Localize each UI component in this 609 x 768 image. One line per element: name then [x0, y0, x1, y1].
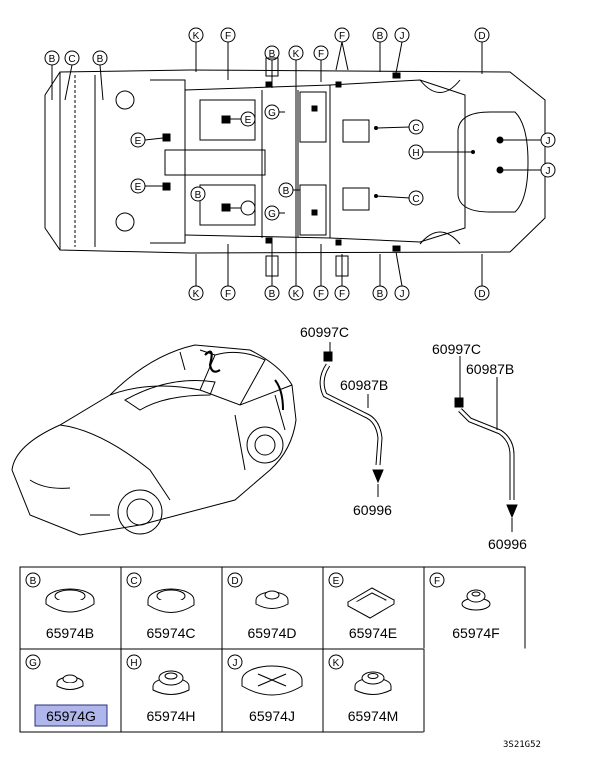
- callout-j: J: [400, 289, 405, 300]
- part-number: 65974D: [247, 625, 296, 641]
- part-label-60996: 60996: [488, 536, 527, 552]
- callout-j: J: [546, 136, 551, 147]
- top-callouts: [44, 27, 490, 220]
- part-number: 65974B: [46, 625, 94, 641]
- callout-f: F: [318, 289, 324, 300]
- callout-d: D: [478, 289, 485, 300]
- cell-letter: B: [30, 576, 37, 587]
- callout-c: C: [68, 54, 75, 65]
- grommet-g-icon: [56, 674, 84, 690]
- callout-c: C: [412, 194, 419, 205]
- callout-f: F: [339, 289, 345, 300]
- part-label-60987b: 60987B: [466, 361, 514, 377]
- cell-letter: D: [231, 576, 238, 587]
- part-number: 65974F: [452, 625, 499, 641]
- cell-letter: F: [434, 576, 440, 587]
- callout-f: F: [225, 289, 231, 300]
- callout-e: E: [245, 115, 252, 126]
- grommet-c-icon: [147, 588, 195, 613]
- callout-j: J: [400, 31, 405, 42]
- callout-k: K: [193, 289, 200, 300]
- table-letter-circles: [25, 572, 445, 670]
- bottom-callouts: [188, 57, 490, 301]
- hose-detail-right: [454, 356, 518, 532]
- part-label-60997c: 60997C: [432, 341, 481, 357]
- callout-b: B: [269, 289, 276, 300]
- callout-j: J: [546, 166, 551, 177]
- cell-letter: J: [233, 658, 238, 669]
- callout-b: B: [97, 54, 104, 65]
- grommet-h-icon: [152, 670, 190, 695]
- callout-f: F: [339, 31, 345, 42]
- cell-letter: E: [333, 576, 340, 587]
- callout-b: B: [283, 186, 290, 197]
- callout-k: K: [293, 49, 300, 60]
- part-label-60997c: 60997C: [300, 324, 349, 340]
- underbody-view: [44, 69, 546, 254]
- figure-code: 3S21G52: [503, 740, 541, 750]
- part-number: 65974H: [146, 708, 195, 724]
- part-number-highlighted: 65974G: [46, 708, 96, 724]
- table-part-numbers: 65974B 65974C 65974D 65974E 65974F 65974…: [46, 625, 500, 724]
- callout-c: C: [412, 123, 419, 134]
- side-callouts: [130, 104, 556, 221]
- hose-detail-left: [319, 342, 384, 497]
- callout-h: H: [412, 148, 419, 159]
- cell-letter: G: [29, 658, 37, 669]
- grommet-f-icon: [461, 589, 491, 611]
- callout-e: E: [135, 182, 142, 193]
- grommet-e-icon: [346, 587, 396, 619]
- grommet-b-icon: [45, 588, 95, 613]
- cell-letter: C: [130, 576, 137, 587]
- callout-b: B: [377, 289, 384, 300]
- cell-letter: K: [333, 658, 340, 669]
- callout-b: B: [269, 49, 276, 60]
- callout-b: B: [377, 31, 384, 42]
- callout-f: F: [318, 49, 324, 60]
- grommet-icons: [45, 587, 491, 696]
- highlight-box: [34, 704, 108, 727]
- part-number: 65974J: [249, 708, 295, 724]
- callout-k: K: [293, 289, 300, 300]
- parts-table: [19, 566, 526, 733]
- top-callout-letters: B C B K F B K F F B J D: [49, 31, 486, 65]
- callout-d: D: [478, 31, 485, 42]
- callout-b: B: [195, 190, 202, 201]
- side-callout-letters: E E E G B G B C H C J J: [135, 108, 551, 220]
- grommet-j-icon: [241, 665, 303, 696]
- cell-letter: H: [130, 658, 137, 669]
- callout-f: F: [225, 31, 231, 42]
- grommet-d-icon: [255, 590, 289, 609]
- callout-b: B: [49, 54, 56, 65]
- part-number: 65974C: [146, 625, 195, 641]
- part-number: 65974E: [349, 625, 397, 641]
- grommet-m-icon: [354, 671, 392, 695]
- table-letters: B C D E F G H J K: [29, 576, 440, 669]
- bottom-callout-letters: K F B K F F B J D: [193, 289, 486, 300]
- part-label-60987b: 60987B: [340, 377, 388, 393]
- callout-k: K: [193, 31, 200, 42]
- part-number: 65974M: [348, 708, 399, 724]
- callout-e: E: [135, 136, 142, 147]
- callout-g: G: [268, 108, 276, 119]
- callout-g: G: [268, 209, 276, 220]
- car-illustration: [11, 344, 297, 536]
- part-label-60996: 60996: [353, 502, 392, 518]
